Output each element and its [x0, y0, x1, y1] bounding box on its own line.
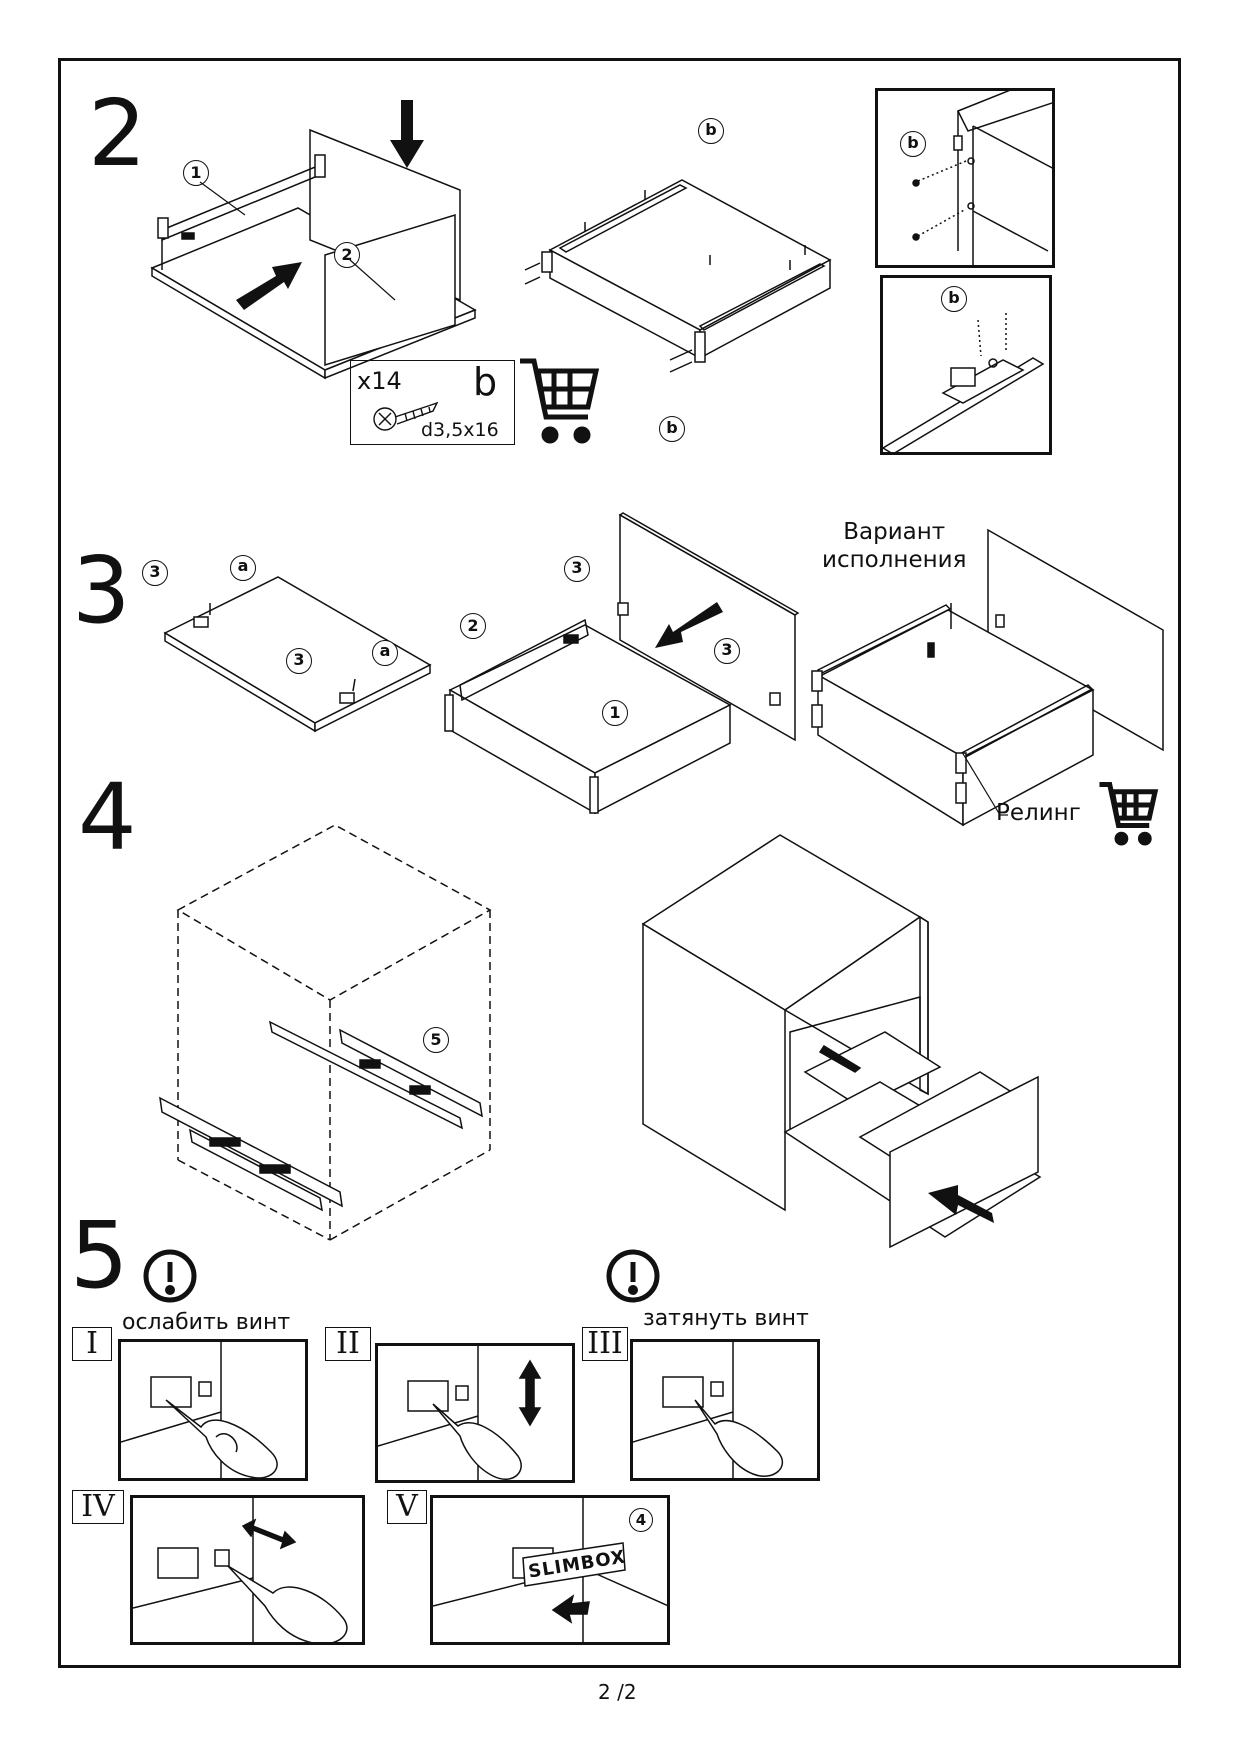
marker-a-2: a — [372, 640, 398, 666]
marker-2-step3: 2 — [460, 613, 486, 639]
leader-lines — [200, 180, 400, 310]
screwdriver-icon — [133, 1498, 365, 1642]
fastener-quantity: x14 — [357, 367, 402, 395]
adjust-panel-3 — [630, 1339, 820, 1481]
marker-2: 2 — [334, 242, 360, 268]
marker-4: 4 — [629, 1508, 653, 1532]
marker-3-b: 3 — [286, 648, 312, 674]
roman-label-3: III — [582, 1327, 628, 1361]
roman-label-4: IV — [72, 1490, 124, 1524]
detail-panel-side: b — [875, 88, 1055, 268]
drawer-front-attach-illustration — [440, 515, 800, 815]
marker-b-runner: b — [941, 286, 967, 312]
arrow-down-icon — [390, 100, 424, 168]
fastener-letter: b — [473, 360, 498, 404]
side-joint-detail — [878, 91, 1052, 268]
tighten-screw-label: затянуть винт — [643, 1306, 809, 1331]
step-number-5: 5 — [70, 1202, 129, 1309]
screwdriver-icon — [378, 1346, 575, 1483]
roman-label-1: I — [72, 1327, 112, 1361]
marker-1-step3: 1 — [602, 700, 628, 726]
adjust-panel-4 — [130, 1495, 365, 1645]
runner-clip-detail — [883, 278, 1052, 452]
marker-b-top: b — [698, 118, 724, 144]
marker-b-detail: b — [900, 131, 926, 157]
adjust-panel-1 — [118, 1339, 308, 1481]
shopping-cart-icon — [518, 355, 600, 445]
step-number-3: 3 — [72, 537, 131, 644]
fastener-box: x14 b d3,5x16 — [350, 360, 515, 445]
fastener-size: d3,5x16 — [421, 419, 499, 441]
bottom-panel-brackets-illustration — [160, 555, 440, 730]
screwdriver-icon — [633, 1342, 820, 1481]
railing-label: Релинг — [996, 800, 1081, 826]
shopping-cart-icon — [1098, 780, 1158, 846]
marker-1: 1 — [183, 160, 209, 186]
marker-b-bottom: b — [659, 416, 685, 442]
drawer-railing-variant-illustration — [808, 525, 1178, 835]
adjust-panel-5: SLIMBOX 4 — [430, 1495, 670, 1645]
warning-icon — [142, 1248, 198, 1304]
screw-icon — [371, 399, 441, 433]
page-frame — [58, 58, 1181, 1668]
drawer-frame-illustration — [520, 160, 840, 390]
cover-cap-detail — [433, 1498, 670, 1645]
arrow-diagonal-icon — [655, 602, 723, 648]
cabinet-drawer-insert-illustration — [640, 832, 1060, 1272]
step-number-4: 4 — [78, 764, 137, 871]
warning-icon — [605, 1248, 661, 1304]
loosen-screw-label: ослабить винт — [122, 1310, 291, 1335]
page-number: 2 /2 — [598, 1680, 637, 1704]
screwdriver-icon — [121, 1342, 308, 1481]
marker-5: 5 — [423, 1027, 449, 1053]
adjust-panel-2 — [375, 1343, 575, 1483]
marker-3-d: 3 — [714, 638, 740, 664]
cabinet-runners-illustration — [160, 820, 500, 1240]
variant-label: Вариант исполнения — [822, 519, 967, 573]
arrow-diagonal-icon — [236, 262, 302, 310]
marker-3-c: 3 — [564, 556, 590, 582]
step-number-2: 2 — [88, 80, 147, 187]
detail-panel-runner: b — [880, 275, 1052, 455]
railing-leader — [960, 750, 1010, 820]
marker-3-a: 3 — [142, 560, 168, 586]
arrow-diagonal-icon — [928, 1185, 994, 1223]
marker-a-1: a — [230, 555, 256, 581]
roman-label-5: V — [387, 1490, 427, 1524]
roman-label-2: II — [325, 1327, 371, 1361]
